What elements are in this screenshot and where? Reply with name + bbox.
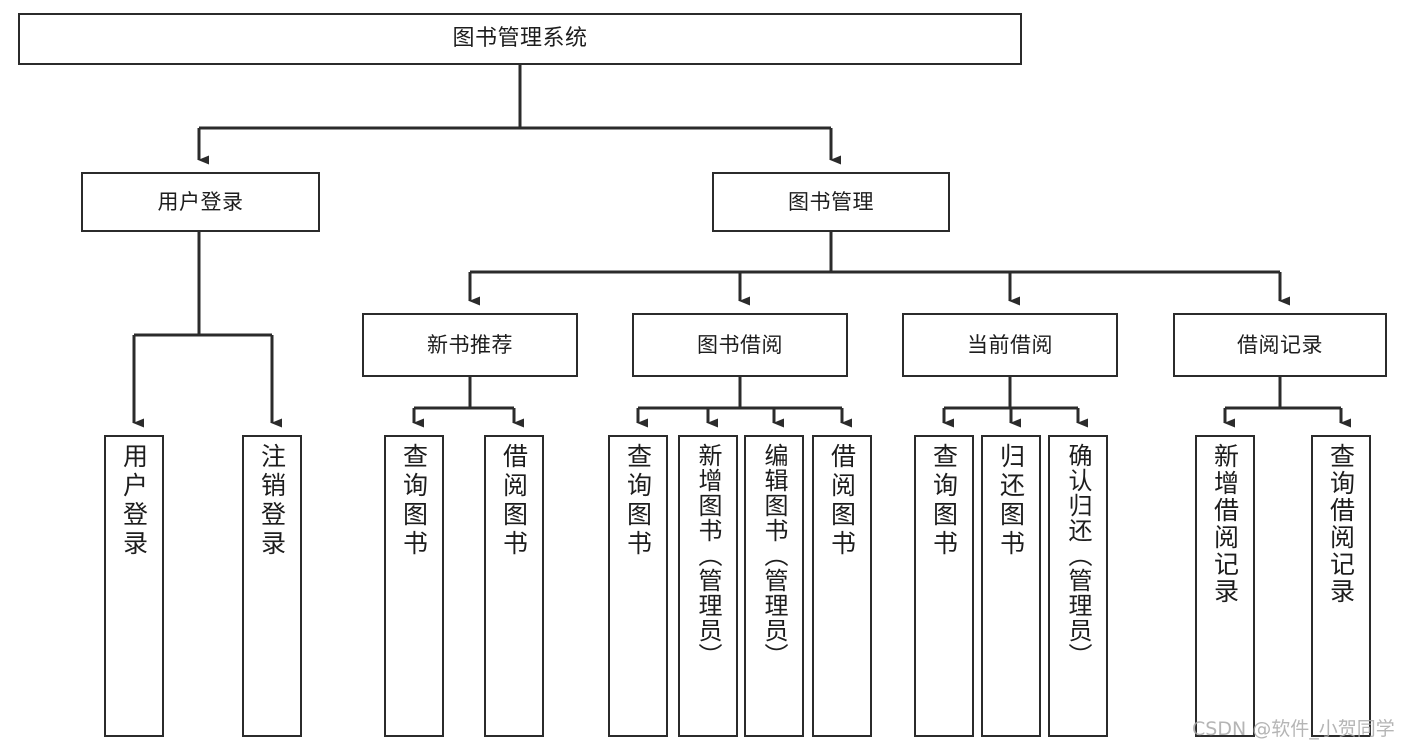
node-label: 用户登录: [157, 189, 244, 214]
csdn-watermark: CSDN @软件_小贺同学: [1192, 718, 1395, 740]
node-label: 用户登录: [119, 443, 149, 559]
node-label: 新增图书（管理员）: [694, 443, 722, 668]
node-label: 借阅图书: [499, 443, 529, 559]
node-user-login[interactable]: 用户登录: [81, 172, 320, 232]
node-root-system[interactable]: 图书管理系统: [18, 13, 1022, 65]
node-label: 借阅记录: [1237, 332, 1323, 357]
node-label: 图书管理系统: [452, 26, 588, 52]
node-new-book-recommend[interactable]: 新书推荐: [362, 313, 578, 377]
node-label: 查询图书: [623, 443, 653, 559]
leaf-cur-borrow-query-book[interactable]: 查询图书: [914, 435, 974, 737]
node-label: 查询图书: [399, 443, 429, 559]
leaf-book-borrow-add-book-admin[interactable]: 新增图书（管理员）: [678, 435, 738, 737]
leaf-book-borrow-query-book[interactable]: 查询图书: [608, 435, 668, 737]
node-book-management[interactable]: 图书管理: [712, 172, 950, 232]
leaf-borrow-log-query-record[interactable]: 查询借阅记录: [1311, 435, 1371, 737]
node-label: 编辑图书（管理员）: [760, 443, 788, 668]
node-label: 新增借阅记录: [1210, 443, 1240, 605]
leaf-borrow-log-add-record[interactable]: 新增借阅记录: [1195, 435, 1255, 737]
node-label: 查询图书: [929, 443, 959, 559]
leaf-book-borrow-edit-book-admin[interactable]: 编辑图书（管理员）: [744, 435, 804, 737]
node-label: 归还图书: [996, 443, 1026, 559]
node-label: 新书推荐: [427, 332, 513, 357]
node-label: 查询借阅记录: [1326, 443, 1356, 605]
node-current-borrow[interactable]: 当前借阅: [902, 313, 1118, 377]
node-label: 当前借阅: [967, 332, 1053, 357]
leaf-user-login-logout[interactable]: 注销登录: [242, 435, 302, 737]
leaf-user-login-login[interactable]: 用户登录: [104, 435, 164, 737]
leaf-new-rec-borrow-book[interactable]: 借阅图书: [484, 435, 544, 737]
leaf-book-borrow-borrow-book[interactable]: 借阅图书: [812, 435, 872, 737]
node-borrow-record[interactable]: 借阅记录: [1173, 313, 1387, 377]
leaf-cur-borrow-return-book[interactable]: 归还图书: [981, 435, 1041, 737]
node-label: 确认归还（管理员）: [1064, 443, 1092, 668]
node-label: 注销登录: [257, 443, 287, 559]
node-label: 图书借阅: [697, 332, 783, 357]
node-label: 借阅图书: [827, 443, 857, 559]
node-book-borrow[interactable]: 图书借阅: [632, 313, 848, 377]
node-label: 图书管理: [788, 189, 874, 214]
leaf-new-rec-query-book[interactable]: 查询图书: [384, 435, 444, 737]
leaf-cur-borrow-confirm-return-admin[interactable]: 确认归还（管理员）: [1048, 435, 1108, 737]
